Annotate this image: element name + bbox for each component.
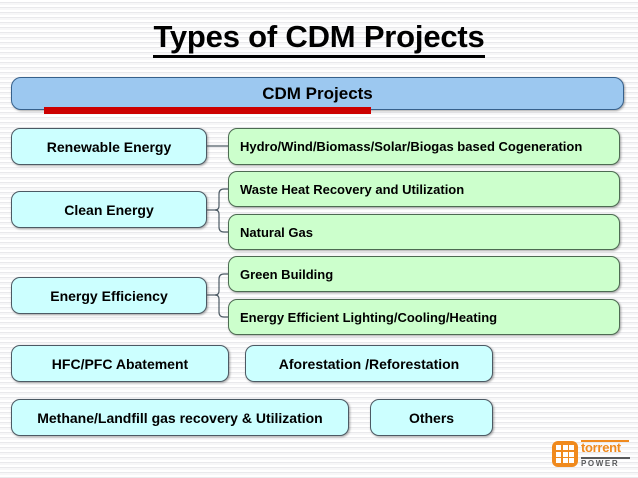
- category-others-label: Others: [408, 409, 455, 426]
- torrent-logo-divider: [581, 457, 630, 459]
- page-title-text: Types of CDM Projects: [153, 19, 485, 58]
- detail-waste-heat-recovery[interactable]: Waste Heat Recovery and Utilization: [228, 171, 620, 207]
- category-renewable-energy-label: Renewable Energy: [46, 138, 172, 155]
- category-aforestation-reforestation[interactable]: Aforestation /Reforestation: [245, 345, 493, 382]
- torrent-power-logo: torrent POWER: [552, 440, 632, 474]
- torrent-logo-subtext: POWER: [581, 459, 620, 468]
- root-node-label: CDM Projects: [262, 83, 373, 103]
- torrent-logo-mark-icon: [552, 441, 578, 467]
- detail-natural-gas-label: Natural Gas: [240, 224, 313, 240]
- category-methane-landfill[interactable]: Methane/Landfill gas recovery & Utilizat…: [11, 399, 349, 436]
- category-others[interactable]: Others: [370, 399, 493, 436]
- detail-efficient-lighting[interactable]: Energy Efficient Lighting/Cooling/Heatin…: [228, 299, 620, 335]
- category-aforestation-reforestation-label: Aforestation /Reforestation: [278, 355, 460, 372]
- category-energy-efficiency[interactable]: Energy Efficiency: [11, 277, 207, 314]
- connector-efficiency-brace: [214, 273, 228, 318]
- category-methane-landfill-label: Methane/Landfill gas recovery & Utilizat…: [37, 409, 323, 426]
- category-renewable-energy[interactable]: Renewable Energy: [11, 128, 207, 165]
- detail-waste-heat-recovery-label: Waste Heat Recovery and Utilization: [240, 181, 465, 197]
- root-node-cdm-projects[interactable]: CDM Projects: [11, 77, 624, 110]
- accent-bar: [44, 107, 371, 114]
- detail-green-building[interactable]: Green Building: [228, 256, 620, 292]
- page-title: Types of CDM Projects: [0, 19, 638, 58]
- category-hfc-pfc-abatement[interactable]: HFC/PFC Abatement: [11, 345, 229, 382]
- detail-green-building-label: Green Building: [240, 266, 334, 282]
- detail-natural-gas[interactable]: Natural Gas: [228, 214, 620, 250]
- detail-renewable-sources[interactable]: Hydro/Wind/Biomass/Solar/Biogas based Co…: [228, 128, 620, 165]
- category-clean-energy[interactable]: Clean Energy: [11, 191, 207, 228]
- category-hfc-pfc-abatement-label: HFC/PFC Abatement: [51, 355, 189, 372]
- torrent-logo-wordmark-text: torrent: [581, 440, 621, 455]
- detail-efficient-lighting-label: Energy Efficient Lighting/Cooling/Heatin…: [240, 309, 498, 325]
- category-clean-energy-label: Clean Energy: [64, 201, 154, 218]
- category-energy-efficiency-label: Energy Efficiency: [50, 287, 168, 304]
- detail-renewable-sources-label: Hydro/Wind/Biomass/Solar/Biogas based Co…: [240, 139, 583, 154]
- connector-clean-brace: [214, 188, 228, 233]
- torrent-logo-wordmark: torrent: [581, 440, 629, 455]
